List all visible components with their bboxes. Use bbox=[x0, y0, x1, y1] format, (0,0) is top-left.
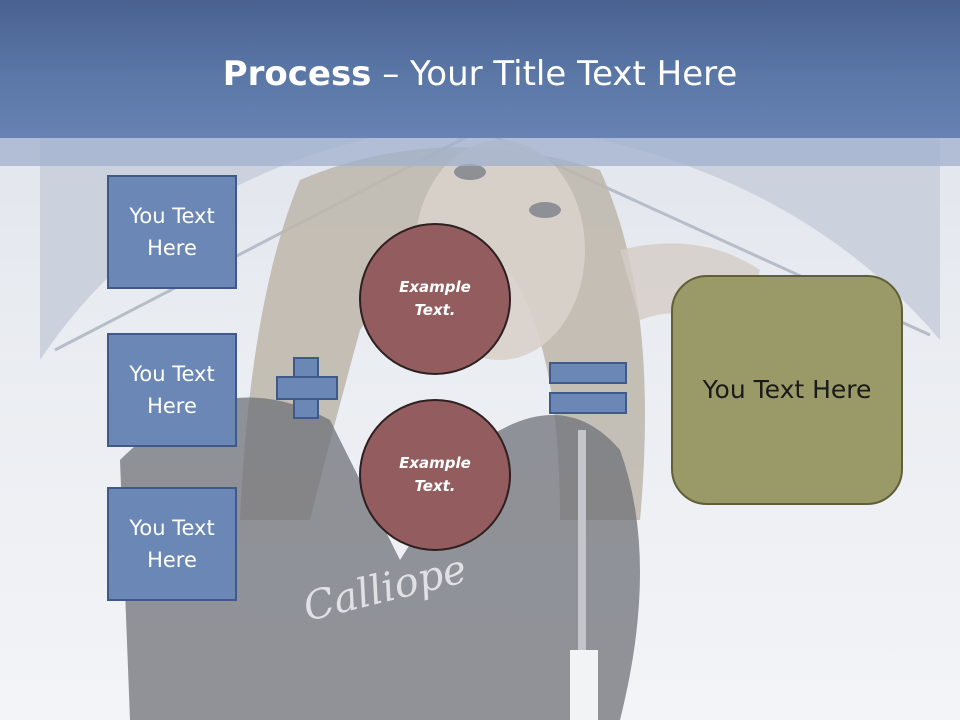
circle-label: Example Text. bbox=[399, 454, 471, 495]
text-box-label: You Text Here bbox=[129, 204, 215, 260]
circle-1[interactable]: Example Text. bbox=[359, 223, 511, 375]
plus-icon-center bbox=[295, 378, 317, 398]
text-box-label: You Text Here bbox=[129, 516, 215, 572]
title-strip bbox=[0, 138, 960, 166]
title-bold: Process bbox=[222, 54, 372, 94]
circle-2[interactable]: Example Text. bbox=[359, 399, 511, 551]
title-rest: – Your Title Text Here bbox=[371, 54, 738, 94]
text-box-label: You Text Here bbox=[129, 362, 215, 418]
result-label: You Text Here bbox=[702, 375, 872, 404]
circle-label: Example Text. bbox=[399, 278, 471, 319]
text-box-1[interactable]: You Text Here bbox=[107, 175, 237, 289]
equals-icon-bottom-bar bbox=[549, 392, 627, 414]
page-title[interactable]: Process – Your Title Text Here bbox=[0, 52, 960, 96]
title-band bbox=[0, 0, 960, 138]
text-box-3[interactable]: You Text Here bbox=[107, 487, 237, 601]
equals-icon-top-bar bbox=[549, 362, 627, 384]
result-box[interactable]: You Text Here bbox=[671, 275, 903, 505]
text-box-2[interactable]: You Text Here bbox=[107, 333, 237, 447]
